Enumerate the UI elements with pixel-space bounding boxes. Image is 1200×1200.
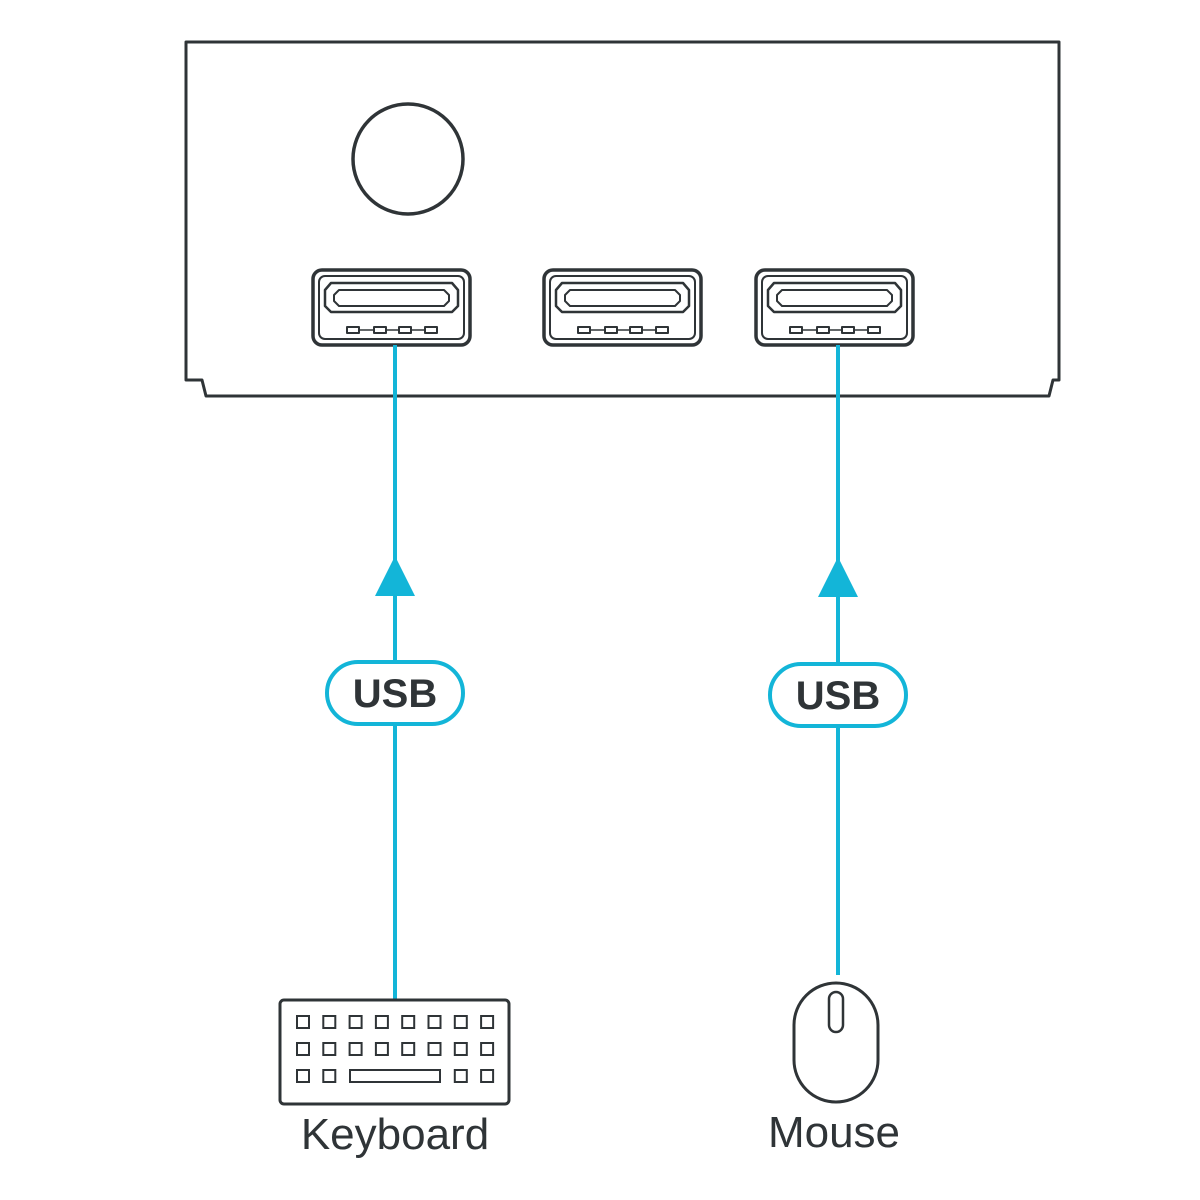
keyboard-key [296, 1015, 310, 1029]
keyboard-key [374, 1042, 389, 1056]
arrow-up-icon [818, 557, 858, 597]
usb-label: USB [353, 672, 437, 716]
keyboard-key [427, 1042, 442, 1056]
keyboard-key [453, 1015, 468, 1029]
keyboard-key [322, 1069, 337, 1083]
usb-port-3[interactable] [754, 268, 915, 347]
usb-label-pill [325, 660, 465, 726]
keyboard-key [322, 1042, 337, 1056]
hub-body [184, 40, 1061, 398]
cable-keyboard: USB [325, 345, 465, 1000]
keyboard-key [480, 1069, 495, 1083]
keyboard-key [296, 1042, 310, 1056]
keyboard-key [296, 1069, 310, 1083]
keyboard-icon [278, 998, 511, 1106]
usb-label: USB [796, 674, 880, 718]
usb-label-pill [768, 662, 908, 728]
keyboard-key [322, 1015, 337, 1029]
arrow-up-icon [375, 556, 415, 596]
keyboard-key [453, 1042, 468, 1056]
power-button-icon[interactable] [351, 102, 465, 216]
device-label-mouse: Mouse [768, 1108, 900, 1157]
device-label-keyboard: Keyboard [301, 1110, 489, 1159]
keyboard-key [401, 1042, 416, 1056]
mouse-icon [792, 981, 880, 1104]
keyboard-key [427, 1015, 442, 1029]
keyboard-key [480, 1015, 495, 1029]
usb-port-2[interactable] [542, 268, 703, 347]
keyboard-key [349, 1069, 441, 1083]
keyboard-key [453, 1069, 468, 1083]
keyboard-key [374, 1015, 389, 1029]
keyboard-key [348, 1015, 363, 1029]
hub-device [184, 40, 1061, 398]
cable-mouse: USB [768, 345, 908, 975]
usb-port-1[interactable] [311, 268, 472, 347]
keyboard-key [480, 1042, 495, 1056]
keyboard-key [348, 1042, 363, 1056]
keyboard-key [401, 1015, 416, 1029]
